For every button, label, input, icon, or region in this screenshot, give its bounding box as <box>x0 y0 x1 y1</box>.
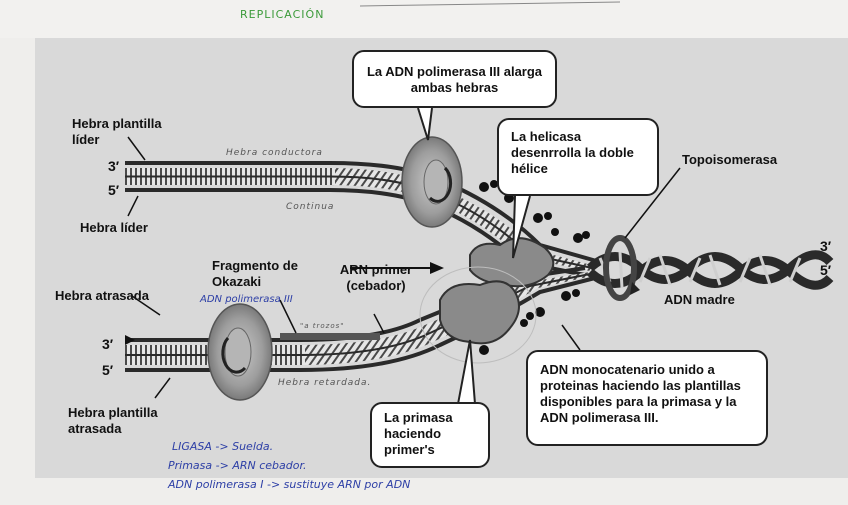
a-trozos-note: "a trozos" <box>300 322 345 330</box>
rna-primer-label: ARN primer (cebador) <box>339 262 413 293</box>
note-adn-pol-i: ADN polimerasa I -> sustituye ARN por AD… <box>168 478 411 491</box>
topoisomerase-ring <box>603 235 640 301</box>
polymerase-iii-clamp-leading <box>401 136 463 228</box>
polymerase-bubble: La ADN polimerasa III alarga ambas hebra… <box>352 50 557 108</box>
parent-dna-label: ADN madre <box>664 292 735 307</box>
leading-template-label: Hebra plantilla líder <box>72 116 162 147</box>
helicase-protein <box>469 237 555 288</box>
hebra-retardada-note: Hebra retardada. <box>278 378 372 388</box>
note-primasa: Primasa -> ARN cebador. <box>168 459 307 472</box>
helicase-bubble: La helicasa desenrrolla la doble hélice <box>497 118 659 196</box>
primase-bubble: La primasa haciendo primer's <box>370 402 490 468</box>
direction-arrow <box>350 262 444 274</box>
hebra-conductora-note: Hebra conductora <box>226 148 323 158</box>
prime-5-leading: 5′ <box>108 182 120 198</box>
leading-strand-label: Hebra líder <box>80 220 148 235</box>
primase-protein <box>439 280 520 345</box>
prime-5-lagging: 5′ <box>102 362 114 378</box>
prime-3-parent: 3′ <box>820 238 832 254</box>
prime-3-lagging: 3′ <box>102 336 114 352</box>
leader-lines <box>127 136 681 399</box>
handwritten-title: REPLICACIÓN <box>240 8 325 21</box>
ssb-proteins <box>479 180 590 355</box>
single-strand-bubble: ADN monocatenario unido a proteinas haci… <box>526 350 768 446</box>
lagging-strand-label: Hebra atrasada <box>55 288 149 303</box>
prime-5-parent: 5′ <box>820 262 832 278</box>
rna-primer-segment <box>280 333 380 340</box>
continua-note: Continua <box>286 202 335 212</box>
topoisomerase-label: Topoisomerasa <box>682 152 778 167</box>
polymerase-iii-clamp-lagging <box>207 303 273 401</box>
okazaki-label: Fragmento de Okazaki <box>212 258 298 289</box>
lagging-template-label: Hebra plantilla atrasada <box>68 405 158 436</box>
adn-pol-iii-note: ADN polimerasa III <box>200 294 293 305</box>
prime-3-leading: 3′ <box>108 158 120 174</box>
note-ligasa: LIGASA -> Suelda. <box>172 440 274 453</box>
